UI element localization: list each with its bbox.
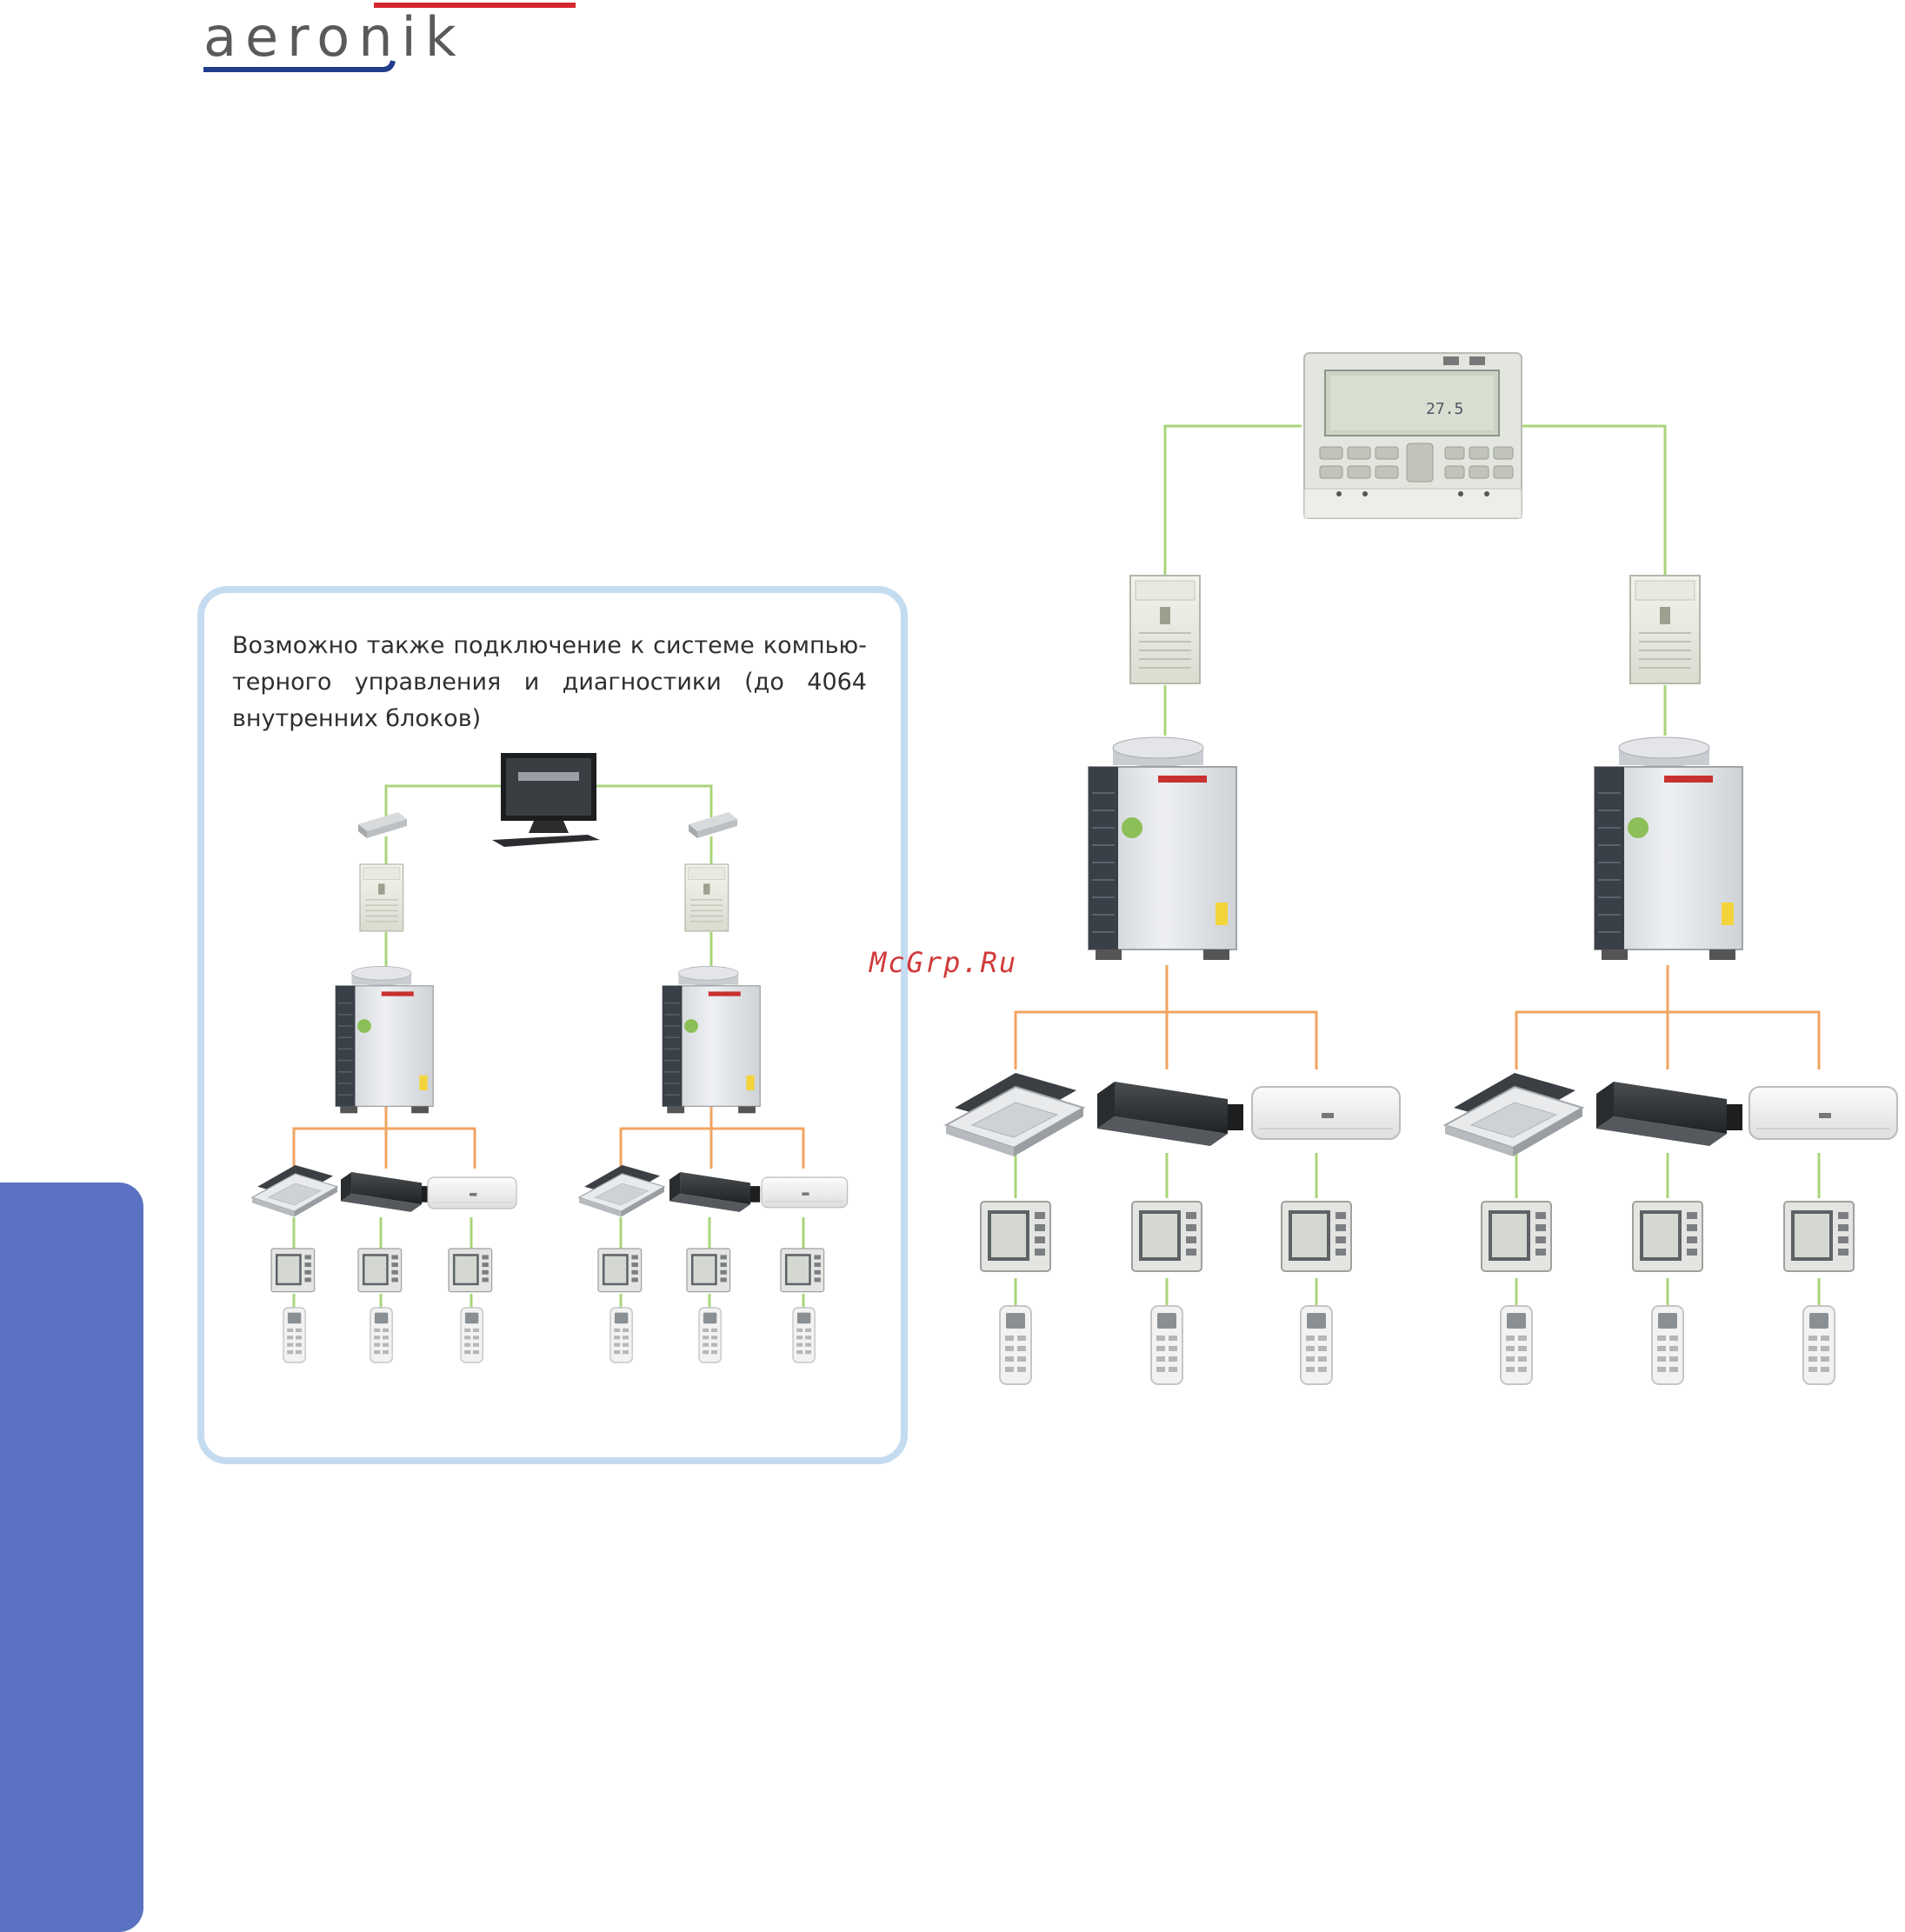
computer-monitor-icon	[492, 753, 600, 847]
cassette-unit-icon	[579, 1165, 664, 1217]
wired-controller-icon	[687, 1249, 730, 1292]
central-controller-icon	[1304, 353, 1522, 518]
watermark: McGrp.Ru	[869, 946, 1017, 979]
wired-controller-icon	[1633, 1202, 1702, 1271]
wall-unit-icon	[1749, 1087, 1897, 1139]
wired-controller-icon	[1784, 1202, 1854, 1271]
cassette-unit-icon	[252, 1165, 337, 1217]
gateway-module-icon	[1130, 576, 1200, 683]
gateway-module-icon	[360, 864, 403, 931]
remote-control-icon	[699, 1308, 721, 1362]
cassette-unit-icon	[946, 1073, 1083, 1156]
remote-control-icon	[1501, 1306, 1532, 1384]
computer-network	[252, 753, 848, 1362]
remote-control-icon	[610, 1308, 632, 1362]
wired-controller-icon	[1482, 1202, 1551, 1271]
wired-controller-icon	[781, 1249, 824, 1292]
wall-unit-icon	[1252, 1087, 1400, 1139]
wall-unit-icon	[428, 1177, 516, 1209]
remote-control-icon	[283, 1308, 305, 1362]
remote-control-icon	[370, 1308, 392, 1362]
remote-control-icon	[1151, 1306, 1182, 1384]
gateway-adapter-icon	[358, 812, 407, 838]
outdoor-unit-icon	[336, 966, 433, 1113]
duct-unit-icon	[1097, 1082, 1243, 1146]
wired-controller-icon	[1132, 1202, 1202, 1271]
duct-unit-icon	[341, 1172, 431, 1212]
remote-control-icon	[1000, 1306, 1031, 1384]
outdoor-unit-icon	[663, 966, 760, 1113]
duct-unit-icon	[669, 1172, 760, 1212]
gateway-adapter-icon	[689, 812, 737, 838]
wired-controller-icon	[271, 1249, 315, 1292]
wired-controller-icon	[981, 1202, 1050, 1271]
gateway-module-icon	[1630, 576, 1700, 683]
remote-control-icon	[793, 1308, 815, 1362]
remote-control-icon	[1652, 1306, 1683, 1384]
wall-unit-icon	[762, 1177, 848, 1208]
remote-control-icon	[461, 1308, 483, 1362]
cassette-unit-icon	[1445, 1073, 1582, 1156]
wired-controller-icon	[598, 1249, 642, 1292]
outdoor-unit-icon	[1089, 737, 1236, 960]
wired-controller-icon	[358, 1249, 402, 1292]
outdoor-unit-icon	[1595, 737, 1742, 960]
main-network	[946, 353, 1897, 1384]
remote-control-icon	[1301, 1306, 1332, 1384]
remote-control-icon	[1803, 1306, 1835, 1384]
wired-controller-icon	[449, 1249, 492, 1292]
gateway-module-icon	[685, 864, 729, 931]
duct-unit-icon	[1596, 1082, 1742, 1146]
wired-controller-icon	[1282, 1202, 1351, 1271]
